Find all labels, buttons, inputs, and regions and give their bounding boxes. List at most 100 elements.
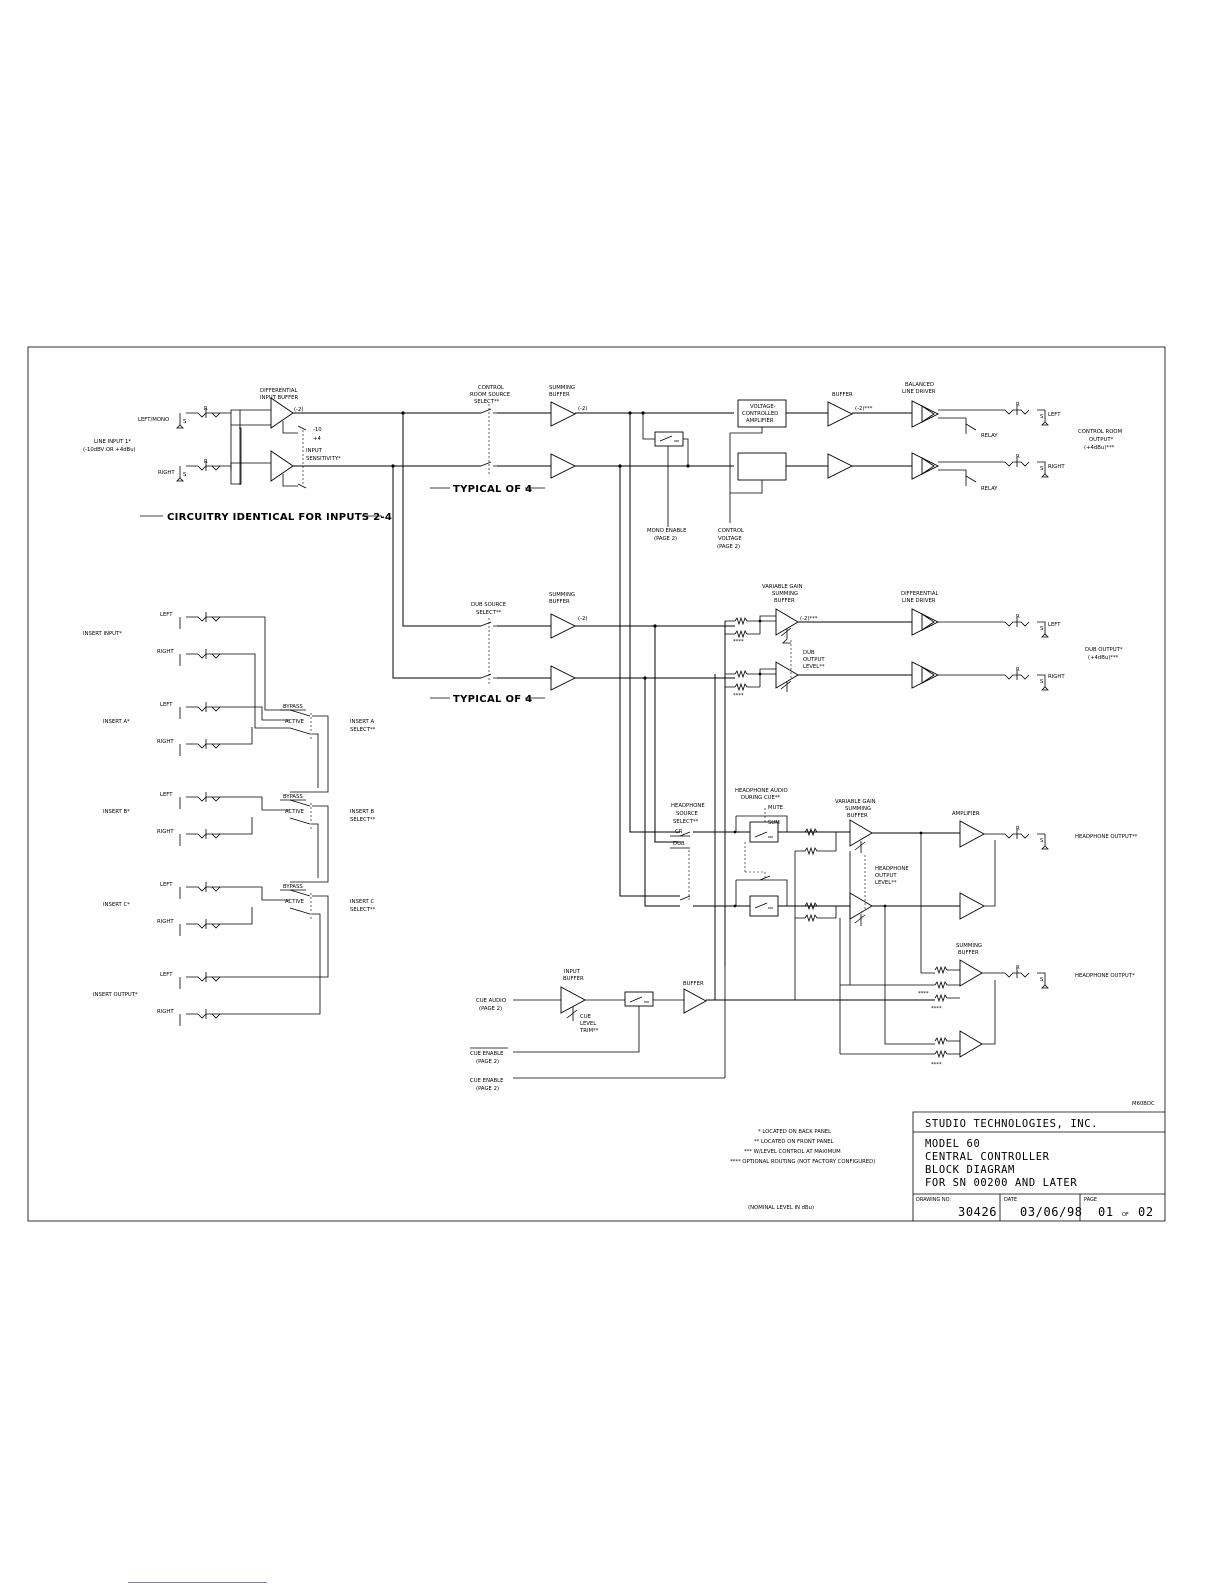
page-number: 01: [1098, 1205, 1114, 1219]
dub-source-select-label: DUB SOURCE: [471, 602, 507, 608]
hp-source-select-label-3: SELECT**: [673, 819, 699, 825]
jack-sleeve-label: S: [1040, 466, 1044, 472]
cue-level-trim-label: CUE: [580, 1014, 592, 1020]
gain-label: (-2): [578, 616, 587, 622]
diff-input-buffer-right: [270, 450, 294, 482]
gain-3star-label: (-2)***: [800, 616, 818, 622]
insert-c-select-label: INSERT C: [350, 899, 374, 905]
vca-label-3: AMPLIFIER: [746, 418, 774, 424]
insert-b-select-label-2: SELECT**: [350, 817, 376, 823]
cr-summing-buffer-left: [550, 401, 577, 427]
insert-b-select-label: INSERT B: [350, 809, 374, 815]
dub-summing-buffer-left: [550, 613, 577, 639]
dub-right-label: RIGHT: [1048, 674, 1065, 680]
insert-right-label: RIGHT: [157, 739, 174, 745]
cr-output-label-2: OUTPUT*: [1089, 437, 1114, 443]
hp-during-cue-label: HEADPHONE AUDIO: [735, 788, 788, 794]
dub-summing-buffer-right: [550, 665, 577, 691]
model-name: MODEL 60: [925, 1138, 980, 1150]
jack-sleeve-label: S: [1040, 977, 1044, 983]
notes: * LOCATED ON BACK PANEL ** LOCATED ON FR…: [730, 1101, 1155, 1211]
insert-right-label: RIGHT: [157, 829, 174, 835]
jack-tip-label: R: [1016, 402, 1020, 408]
control-voltage-page: (PAGE 2): [717, 544, 740, 550]
cue-enable-bar-page: (PAGE 2): [476, 1059, 499, 1065]
cr-source-select-label-2: ROOM SOURCE: [470, 392, 511, 398]
jack-left-mono: R S: [176, 406, 221, 429]
vca-right: [737, 452, 787, 481]
dub-path: DUB SOURCE SELECT** SUMMING BUFFER (-2) …: [430, 584, 1123, 1000]
jack-sleeve-label: S: [1040, 414, 1044, 420]
dub-label: DUB: [673, 841, 685, 847]
mute-label: MUTE: [768, 805, 784, 811]
cue-buffer-label: BUFFER: [683, 981, 704, 987]
circuitry-identical-note: CIRCUITRY IDENTICAL FOR INPUTS 2-4: [167, 512, 392, 523]
hp-variable-gain-buffer-left: [849, 819, 873, 847]
bottom-link-underline: [128, 1582, 267, 1583]
active-label: ACTIVE: [285, 899, 305, 905]
cr-output-jack-right: R S RIGHT: [1004, 454, 1065, 478]
insert-left-label: LEFT: [160, 612, 173, 618]
insert-c-label: INSERT C*: [103, 902, 130, 908]
cr-output-level: (+4dBu)***: [1084, 445, 1115, 451]
gain-label: (-2): [578, 406, 587, 412]
cue-enable-switch: [624, 991, 654, 1007]
cue-input-buffer: [560, 986, 586, 1014]
of-label: OF: [1122, 1212, 1129, 1218]
drawing-no-label: DRAWING NO.: [916, 1197, 951, 1203]
summing-buffer-label-2: BUFFER: [549, 599, 570, 605]
vgsb-label-2: SUMMING: [772, 591, 798, 597]
insert-section: LEFT RIGHT LEFT RIGHT LEFT RIGHT LEFT RI…: [83, 612, 376, 1026]
diff-buffer-label-2: INPUT BUFFER: [260, 395, 298, 401]
cr-source-select-label-3: SELECT**: [474, 399, 500, 405]
cue-level-trim-label-3: TRIM**: [579, 1028, 599, 1034]
insert-left-label: LEFT: [160, 702, 173, 708]
hp-mute-switch-right: [749, 895, 779, 917]
drawing-frame: [27, 346, 1166, 1222]
sensitivity-plus4: +4: [313, 436, 321, 442]
line-input-range-label: (-10dBV OR +4dBu): [83, 447, 136, 453]
cue-audio-page: (PAGE 2): [479, 1006, 502, 1012]
jack-tip-label: R: [1016, 454, 1020, 460]
summing-buffer-label: SUMMING: [956, 943, 982, 949]
vgsb-label: VARIABLE GAIN: [762, 584, 803, 590]
title-line-4: FOR SN 00200 AND LATER: [925, 1177, 1077, 1189]
cr-summing-buffer-right: [550, 453, 577, 479]
hp2-summing-buffer-right: [959, 1030, 983, 1058]
dub-output-level: (+4dBu)***: [1088, 655, 1119, 661]
input-sensitivity-label-2: SENSITIVITY*: [306, 456, 341, 462]
title-line-2: CENTRAL CONTROLLER: [925, 1151, 1050, 1163]
dub-source-select-label-2: SELECT**: [476, 610, 502, 616]
page-total: 02: [1138, 1205, 1154, 1219]
bypass-label: BYPASS: [283, 794, 303, 800]
hp-during-cue-label-2: DURING CUE**: [741, 795, 781, 801]
cue-enable-page: (PAGE 2): [476, 1086, 499, 1092]
note-back-panel: * LOCATED ON BACK PANEL: [758, 1129, 831, 1135]
note-optional-routing: **** OPTIONAL ROUTING (NOT FACTORY CONFI…: [730, 1159, 875, 1165]
cr-left-label: LEFT: [1048, 412, 1061, 418]
hp-output-level-label-2: OUTPUT: [875, 873, 897, 879]
gain-label: (-2): [294, 407, 303, 413]
control-voltage-label: CONTROL: [718, 528, 744, 534]
bypass-label: BYPASS: [283, 884, 303, 890]
control-voltage-label-2: VOLTAGE: [718, 536, 742, 542]
diff-line-driver-label: DIFFERENTIAL: [901, 591, 938, 597]
date-label: DATE: [1004, 1197, 1017, 1203]
summing-buffer-label-2: BUFFER: [958, 950, 979, 956]
insert-left-label: LEFT: [160, 792, 173, 798]
relay-label: RELAY: [981, 433, 998, 439]
headphone-output-jack-2: R S: [1004, 965, 1049, 989]
cr-buffer-left: [827, 401, 854, 427]
diff-line-driver-label-2: LINE DRIVER: [902, 598, 936, 604]
date: 03/06/98: [1020, 1205, 1083, 1219]
balanced-driver-label: BALANCED: [905, 382, 934, 388]
mono-enable-label: MONO ENABLE: [647, 528, 687, 534]
insert-right-label: RIGHT: [157, 649, 174, 655]
dub-output-level-label-3: LEVEL**: [803, 664, 825, 670]
cr-right-label: RIGHT: [1048, 464, 1065, 470]
note-front-panel: ** LOCATED ON FRONT PANEL: [754, 1139, 834, 1145]
cue-level-trim-label-2: LEVEL: [580, 1021, 596, 1027]
mono-enable-switch: [654, 431, 684, 447]
cr-label: CR: [675, 829, 683, 835]
control-room-path: CONTROL ROOM SOURCE SELECT** SUMMING BUF…: [430, 382, 1123, 550]
